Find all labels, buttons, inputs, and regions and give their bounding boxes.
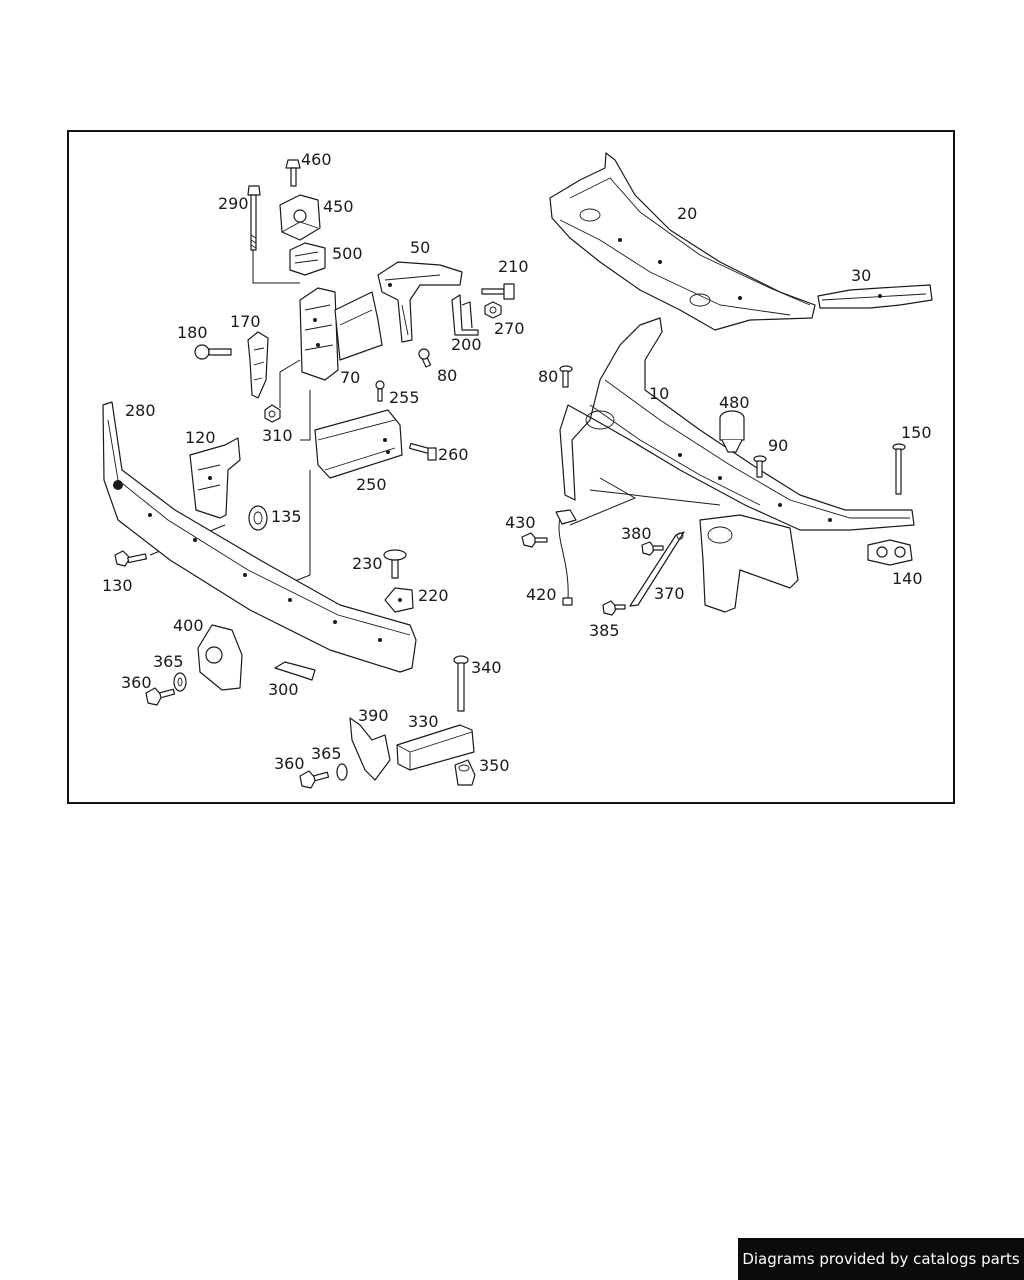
- callout-400: 400: [173, 616, 204, 635]
- callout-270: 270: [494, 319, 525, 338]
- part-330-absorber: [396, 724, 475, 771]
- credit-banner: Diagrams provided by catalogs parts: [738, 1238, 1024, 1280]
- part-300-clip: [274, 661, 316, 681]
- callout-200: 200: [451, 335, 482, 354]
- parts-diagram-frame: 460 290 450 500 50 210 270 200 180 170 7…: [67, 130, 955, 804]
- callout-labels: 460 290 450 500 50 210 270 200 180 170 7…: [102, 150, 932, 775]
- callout-365-a: 365: [153, 652, 184, 671]
- part-135-grommet: [248, 505, 268, 531]
- callout-360-a: 360: [121, 673, 152, 692]
- credit-text: Diagrams provided by catalogs parts: [742, 1250, 1020, 1268]
- callout-370: 370: [654, 584, 685, 603]
- callout-360-b: 360: [274, 754, 305, 773]
- callout-350: 350: [479, 756, 510, 775]
- part-90-bolt: [753, 455, 767, 478]
- callout-50: 50: [410, 238, 430, 257]
- callout-10: 10: [649, 384, 669, 403]
- callout-420: 420: [526, 585, 557, 604]
- callout-80-right: 80: [538, 367, 558, 386]
- part-150-long-bolt: [892, 443, 906, 495]
- parts-exploded-diagram: 460 290 450 500 50 210 270 200 180 170 7…: [102, 150, 933, 789]
- part-365-washer-b: [336, 763, 348, 781]
- callout-20: 20: [677, 204, 697, 223]
- callout-500: 500: [332, 244, 363, 263]
- callout-380: 380: [621, 524, 652, 543]
- part-80-bolt-right: [559, 365, 573, 388]
- part-270-nut: [484, 301, 502, 319]
- part-10-front-module-carrier: [559, 317, 915, 613]
- part-70-support: [299, 287, 383, 381]
- callout-290: 290: [218, 194, 249, 213]
- part-130-bolt: [114, 550, 148, 567]
- callout-280: 280: [125, 401, 156, 420]
- part-360-bolt-a: [145, 687, 176, 706]
- part-230-bolt: [383, 549, 407, 579]
- callout-260: 260: [438, 445, 469, 464]
- part-430-bolt: [521, 532, 548, 548]
- callout-210: 210: [498, 257, 529, 276]
- callout-90: 90: [768, 436, 788, 455]
- callout-385: 385: [589, 621, 620, 640]
- callout-120: 120: [185, 428, 216, 447]
- part-290-long-bolt: [247, 185, 261, 251]
- part-200-bracket: [451, 294, 479, 336]
- part-500-bracket: [289, 242, 326, 276]
- part-260-bolt: [408, 442, 437, 461]
- part-220-bracket: [384, 587, 414, 613]
- part-30-bracket: [817, 284, 933, 309]
- part-400-plate: [197, 624, 243, 691]
- part-80-bolt-left: [418, 348, 432, 368]
- callout-70: 70: [340, 368, 360, 387]
- part-370-strut: [629, 531, 685, 607]
- callout-30: 30: [851, 266, 871, 285]
- part-20-upper-beam: [549, 152, 816, 331]
- callout-150: 150: [901, 423, 932, 442]
- part-350-rubber-mount: [454, 759, 476, 786]
- callout-450: 450: [323, 197, 354, 216]
- callout-135: 135: [271, 507, 302, 526]
- callout-430: 430: [505, 513, 536, 532]
- callout-390: 390: [358, 706, 389, 725]
- part-390-bracket: [349, 717, 391, 781]
- callout-140: 140: [892, 569, 923, 588]
- callout-480: 480: [719, 393, 750, 412]
- callout-330: 330: [408, 712, 439, 731]
- part-250-cover: [314, 409, 403, 479]
- callout-170: 170: [230, 312, 261, 331]
- callout-230: 230: [352, 554, 383, 573]
- callout-340: 340: [471, 658, 502, 677]
- callout-180: 180: [177, 323, 208, 342]
- callout-255: 255: [389, 388, 420, 407]
- part-180-bolt: [194, 344, 232, 360]
- part-310-nut: [264, 404, 281, 423]
- callout-365-b: 365: [311, 744, 342, 763]
- part-420-cable: [555, 509, 577, 606]
- part-450-lock: [279, 194, 321, 241]
- callout-310: 310: [262, 426, 293, 445]
- part-460-bolt: [285, 159, 301, 187]
- part-140-mount: [867, 539, 913, 566]
- part-340-bolt: [453, 655, 469, 712]
- part-170-latch: [247, 331, 269, 399]
- callout-300: 300: [268, 680, 299, 699]
- part-120-bracket: [189, 437, 241, 519]
- part-210-bolt: [481, 283, 515, 300]
- callout-250: 250: [356, 475, 387, 494]
- part-365-washer-a: [173, 672, 187, 692]
- callout-220: 220: [418, 586, 449, 605]
- part-380-bolt: [641, 541, 664, 556]
- part-385-bolt: [602, 600, 626, 616]
- callout-80-left: 80: [437, 366, 457, 385]
- part-360-bolt-b: [299, 770, 330, 789]
- part-480-component: [719, 410, 745, 453]
- part-280-crossmember: [102, 401, 417, 673]
- callout-460: 460: [301, 150, 332, 169]
- callout-130: 130: [102, 576, 133, 595]
- part-255-clip: [375, 380, 385, 402]
- part-50-bracket: [377, 261, 463, 343]
